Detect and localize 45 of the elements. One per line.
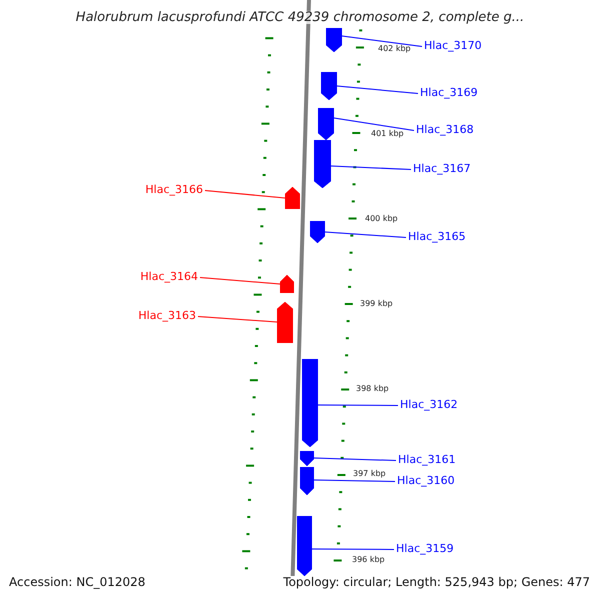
gene-feature [326, 28, 342, 52]
leader-line [204, 190, 286, 198]
gene-label: Hlac_3166 [145, 184, 203, 195]
leader-line [334, 118, 414, 131]
gene-feature [285, 187, 300, 209]
scale-label: 400 kbp [365, 215, 398, 223]
gene-feature [321, 72, 337, 100]
gene-feature [302, 359, 318, 447]
scale-label: 401 kbp [371, 130, 404, 138]
gene-label: Hlac_3165 [408, 231, 466, 242]
scale-label: 398 kbp [356, 385, 389, 393]
gene-feature [314, 140, 331, 188]
leader-line [200, 277, 280, 284]
leader-line [198, 316, 278, 322]
gene-label: Hlac_3164 [140, 271, 198, 282]
gene-feature [297, 516, 312, 576]
gene-feature [300, 467, 314, 495]
scale-label: 397 kbp [353, 470, 386, 478]
gene-feature [318, 108, 334, 140]
gene-label: Hlac_3163 [138, 310, 196, 321]
gene-label: Hlac_3168 [416, 124, 474, 135]
leader-line [314, 480, 396, 482]
leader-line [336, 86, 418, 94]
gene-label: Hlac_3170 [424, 40, 482, 51]
scale-label: 396 kbp [352, 556, 385, 564]
gene-label: Hlac_3160 [397, 475, 455, 486]
topology-text: Topology: circular; Length: 525,943 bp; Genes: 477 [283, 576, 590, 588]
gene-label: Hlac_3162 [400, 399, 458, 410]
scale-label: 399 kbp [360, 300, 393, 308]
accession-text: Accession: NC_012028 [9, 576, 146, 588]
leader-line [314, 458, 396, 461]
gene-feature [310, 221, 325, 243]
gene-label: Hlac_3161 [398, 454, 456, 465]
scale-label: 402 kbp [378, 45, 411, 53]
gene-label: Hlac_3169 [420, 87, 478, 98]
leader-line [342, 36, 422, 47]
leader-line [324, 232, 406, 238]
gene-feature [277, 302, 293, 343]
leader-line [318, 404, 398, 406]
gene-label: Hlac_3159 [396, 543, 454, 554]
gene-feature [300, 451, 314, 466]
gene-label: Hlac_3167 [413, 163, 471, 174]
leader-line [312, 548, 394, 550]
gene-feature [280, 275, 294, 293]
leader-line [330, 166, 412, 170]
